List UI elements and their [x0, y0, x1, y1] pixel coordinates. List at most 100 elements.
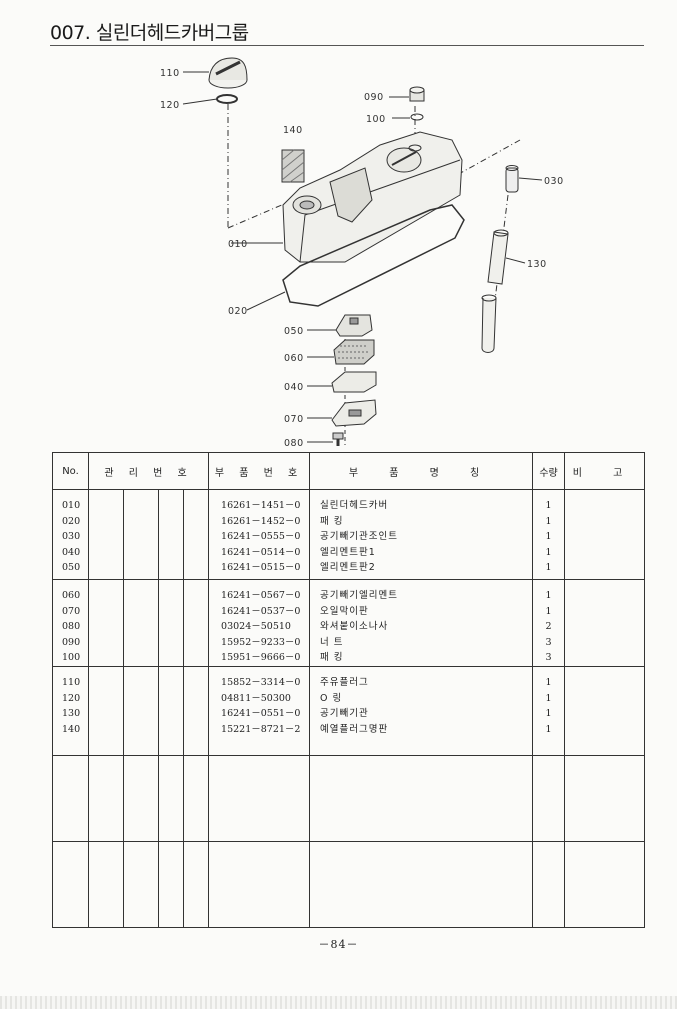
page-number: －84－	[318, 938, 359, 951]
part-number: 15852－3314－0	[221, 676, 301, 688]
item-no: 040	[62, 546, 81, 558]
packing-small-part	[410, 113, 424, 121]
part-number: 16241－0567－0	[221, 590, 301, 601]
table-row-empty	[52, 841, 646, 928]
item-no: 060	[62, 590, 81, 601]
item-no: 090	[62, 636, 81, 648]
element-plate-1-part	[331, 371, 377, 393]
screw-part	[332, 432, 344, 446]
quantity: 1	[545, 590, 552, 601]
quantity: 1	[545, 562, 552, 574]
item-no: 080	[62, 621, 81, 633]
quantity: 1	[545, 531, 552, 543]
part-name: 공기빼기관	[320, 708, 369, 720]
item-no: 010	[62, 500, 81, 511]
header-qty: 수량	[532, 452, 566, 490]
table-row: 110 120 130 140 15852－3314－0 04811－50300…	[52, 666, 646, 756]
part-number: 15952－9233－0	[221, 636, 301, 648]
glow-plug-plate-part	[281, 149, 305, 183]
quantity: 1	[545, 605, 552, 617]
callout-120: 120	[160, 100, 180, 111]
table-header-row: No. 관 리 번 호 부 품 번 호 부 품 명 칭 수량 비 고	[52, 452, 646, 490]
callout-100: 100	[366, 114, 386, 125]
oil-filler-cap-part	[208, 57, 248, 89]
breather-joint-part	[505, 165, 519, 193]
quantity: 1	[545, 500, 552, 511]
part-name: 공기빼기엘리멘트	[320, 590, 398, 601]
part-number: 16241－0537－0	[221, 605, 301, 617]
table-row-empty	[52, 755, 646, 842]
quantity: 1	[545, 723, 552, 735]
callout-090: 090	[364, 92, 384, 103]
callout-060: 060	[284, 353, 304, 364]
part-name: 실린더헤드카버	[320, 500, 389, 511]
part-number: 03024－50510	[221, 621, 291, 633]
part-name: 와셔붙이소나사	[320, 621, 389, 633]
part-number: 16241－0515－0	[221, 562, 301, 574]
title-rule	[50, 45, 644, 46]
table-row: 060 070 080 090 100 16241－0567－0 16241－0…	[52, 579, 646, 667]
part-number: 16261－1452－0	[221, 515, 301, 527]
page-title: 007. 실린더헤드카버그룹	[50, 22, 249, 44]
quantity: 1	[545, 546, 552, 558]
item-no: 120	[62, 692, 81, 704]
part-name: 엘리멘트판1	[320, 546, 376, 558]
part-name: 주유플러그	[320, 676, 369, 688]
item-no: 130	[62, 708, 81, 720]
o-ring-part	[216, 94, 238, 104]
callout-010: 010	[228, 239, 248, 250]
quantity: 2	[545, 621, 552, 633]
item-no: 100	[62, 652, 81, 664]
quantity: 1	[545, 708, 552, 720]
callout-040: 040	[284, 382, 304, 393]
item-no: 140	[62, 723, 81, 735]
callout-130: 130	[527, 259, 547, 270]
cylinder-head-cover-part	[282, 131, 463, 263]
part-name: 공기빼기관조인트	[320, 531, 398, 543]
breather-element-part	[333, 339, 375, 365]
callout-110: 110	[160, 68, 180, 79]
callout-140: 140	[283, 125, 303, 136]
header-mgmt-no: 관 리 번 호	[87, 452, 210, 490]
part-number: 16241－0514－0	[221, 546, 301, 558]
part-number: 15221－8721－2	[221, 723, 301, 735]
quantity: 1	[545, 692, 552, 704]
callout-030: 030	[544, 176, 564, 187]
part-number: 16241－0551－0	[221, 708, 301, 720]
callout-070: 070	[284, 414, 304, 425]
scan-edge	[0, 996, 677, 1009]
quantity: 3	[545, 652, 552, 664]
item-no: 020	[62, 515, 81, 527]
quantity: 3	[545, 636, 552, 648]
element-plate-2-part	[335, 314, 373, 337]
item-no: 050	[62, 562, 81, 574]
part-name: 패 킹	[320, 515, 344, 527]
breather-pipe-part	[481, 229, 509, 353]
table-row: 010 020 030 040 050 16261－1451－0 16261－1…	[52, 489, 646, 580]
header-part-name: 부 품 명 칭	[309, 452, 534, 490]
item-no: 110	[62, 676, 81, 688]
part-name: 예열플러그명판	[320, 723, 389, 735]
part-number: 16261－1451－0	[221, 500, 301, 511]
part-name: 엘리멘트판2	[320, 562, 376, 574]
quantity: 1	[545, 676, 552, 688]
callout-080: 080	[284, 438, 304, 449]
exploded-diagram: 110 120 090 100 140 030 010 130 020 050 …	[160, 57, 564, 449]
part-name: 너 트	[320, 636, 344, 648]
nut-part	[409, 86, 425, 102]
callout-050: 050	[284, 326, 304, 337]
part-name: O 링	[320, 692, 343, 704]
header-note: 비 고	[564, 452, 646, 490]
callout-020: 020	[228, 306, 248, 317]
part-number: 04811－50300	[221, 692, 291, 704]
header-part-no: 부 품 번 호	[208, 452, 311, 490]
quantity: 1	[545, 515, 552, 527]
oil-baffle-plate-part	[331, 399, 377, 427]
part-number: 16241－0555－0	[221, 531, 301, 543]
item-no: 070	[62, 605, 81, 617]
part-number: 15951－9666－0	[221, 652, 301, 664]
gasket-part	[282, 204, 465, 307]
parts-table: No. 관 리 번 호 부 품 번 호 부 품 명 칭 수량 비 고 010 0…	[52, 452, 646, 928]
part-name: 패 킹	[320, 652, 344, 664]
header-no: No.	[52, 452, 89, 490]
